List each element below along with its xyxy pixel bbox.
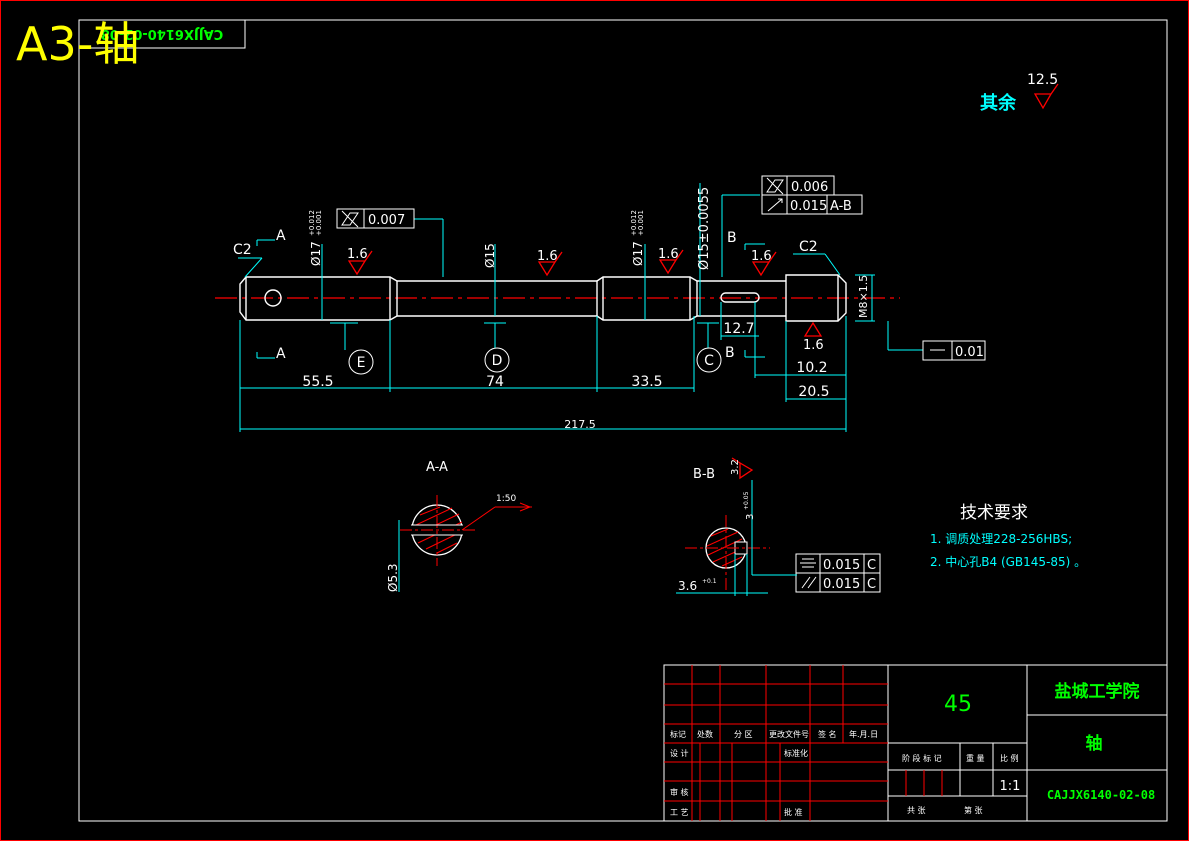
gdt-symbols [341, 177, 945, 589]
key-width-tol: +0.1 [702, 578, 717, 585]
tb-h-doc: 更改文件号 [769, 729, 809, 739]
tb-total-sheets: 共 张 [907, 806, 926, 815]
dim-dia-1-up: +0.012 [308, 210, 316, 236]
tb-h-count: 处数 [697, 729, 713, 739]
section-aa [398, 495, 532, 592]
dim-dia-1-lo: +0.001 [315, 210, 323, 236]
datum-c: C [704, 353, 714, 369]
roughness-keyway: 3.2 [730, 459, 741, 475]
gdt-runout-value: 0.015 [790, 199, 827, 214]
section-b-top: B [727, 230, 737, 246]
dim-len-2: 74 [486, 374, 504, 390]
section-a-bottom: A [276, 346, 286, 362]
tb-material: 45 [944, 692, 972, 717]
mirror-box [78, 19, 246, 49]
title-block-grid [663, 664, 1168, 822]
tb-r-approve: 批 准 [784, 807, 803, 817]
tb-drawing-no: CAJJX6140-02-08 [1047, 788, 1155, 802]
gdt-runout-datum: A-B [830, 199, 852, 214]
tb-h-weight: 重 量 [966, 753, 985, 763]
dim-chamfer-left: C2 [233, 242, 252, 258]
dim-key-pos: 10.2 [796, 360, 827, 376]
dim-dia-3-lo: +0.001 [637, 210, 645, 236]
dimension-lines [238, 183, 923, 432]
pin-ratio: 1:50 [496, 494, 516, 504]
dim-dia-4: Ø15±0.0055 [697, 187, 712, 270]
roughness-4: 1.6 [751, 249, 772, 264]
roughness-symbols [347, 249, 823, 480]
datum-d-circle [484, 347, 510, 373]
gdt-cyl-2-value: 0.006 [791, 180, 828, 195]
datum-c-circle [696, 347, 722, 373]
gdt-cyl-1-value: 0.007 [368, 213, 405, 228]
tb-h-zone: 分 区 [734, 730, 753, 739]
tb-r-design: 设 计 [670, 748, 689, 758]
tb-r-review: 审 核 [670, 787, 689, 797]
dim-key-len: 12.7 [723, 321, 754, 337]
general-roughness-label: 其余 [980, 92, 1017, 114]
tb-h-date: 年.月.日 [849, 729, 878, 739]
roughness-3: 1.6 [658, 247, 679, 262]
tb-h-stage: 阶 段 标 记 [902, 753, 942, 763]
dim-dia-3: Ø17 [631, 241, 645, 266]
view-aa-label: A-A [426, 460, 448, 475]
general-roughness-symbol [1033, 83, 1059, 110]
key-width: 3.6 [678, 579, 697, 593]
gdt-frames [336, 175, 986, 593]
shaft-outline [239, 274, 847, 322]
roughness-1: 1.6 [347, 247, 368, 262]
tb-r-std: 标准化 [784, 748, 808, 758]
notes-title: 技术要求 [960, 503, 1028, 523]
tb-h-sign: 签 名 [818, 729, 837, 739]
datum-e: E [357, 355, 366, 371]
sheet-size-label: A3-轴 [16, 17, 139, 71]
tb-h-ratio: 比 例 [1000, 753, 1019, 763]
dim-len-3: 33.5 [631, 374, 662, 390]
dim-thread: M8×1.5 [857, 275, 870, 318]
section-b-bottom: B [725, 345, 735, 361]
dim-dia-1: Ø17 [309, 241, 323, 266]
inner-frame [78, 19, 1168, 822]
dim-dia-2: Ø15 [483, 243, 497, 268]
tb-r-craft: 工 艺 [670, 808, 689, 817]
general-roughness-value: 12.5 [1027, 72, 1058, 88]
title-block-red-grid [664, 665, 943, 821]
key-depth: 3 [745, 514, 756, 520]
note-1: 1. 调质处理228-256HBS; [930, 532, 1072, 546]
section-bb [676, 480, 797, 596]
view-bb-label: B-B [693, 467, 715, 482]
roughness-2: 1.6 [537, 249, 558, 264]
gdt-par-value: 0.015 [823, 577, 860, 592]
gdt-sym-datum: C [867, 558, 876, 573]
dim-key-end: 20.5 [798, 384, 829, 400]
gdt-sym-value: 0.015 [823, 558, 860, 573]
dim-len-total: 217.5 [564, 418, 596, 431]
note-2: 2. 中心孔B4 (GB145-85) 。 [930, 554, 1086, 569]
tb-part-name: 轴 [1086, 733, 1103, 754]
gdt-flat-value: 0.01 [955, 345, 984, 360]
datum-d: D [492, 353, 503, 369]
section-a-top: A [276, 228, 286, 244]
dim-len-1: 55.5 [302, 374, 333, 390]
tb-scale: 1:1 [1000, 779, 1021, 794]
tb-h-mark: 标记 [670, 729, 686, 739]
tb-sheet-no: 第 张 [964, 805, 983, 815]
pin-dia: Ø5.3 [386, 563, 400, 592]
key-depth-tol: +0.05 [743, 491, 750, 510]
dim-dia-3-up: +0.012 [630, 210, 638, 236]
mirrored-drawing-no: CAJJX6140-02-08 [101, 26, 223, 41]
gdt-par-datum: C [867, 577, 876, 592]
roughness-5: 1.6 [803, 338, 824, 353]
dim-chamfer-right: C2 [799, 239, 818, 255]
tb-school: 盐城工学院 [1055, 681, 1140, 702]
datum-e-circle [348, 349, 374, 375]
